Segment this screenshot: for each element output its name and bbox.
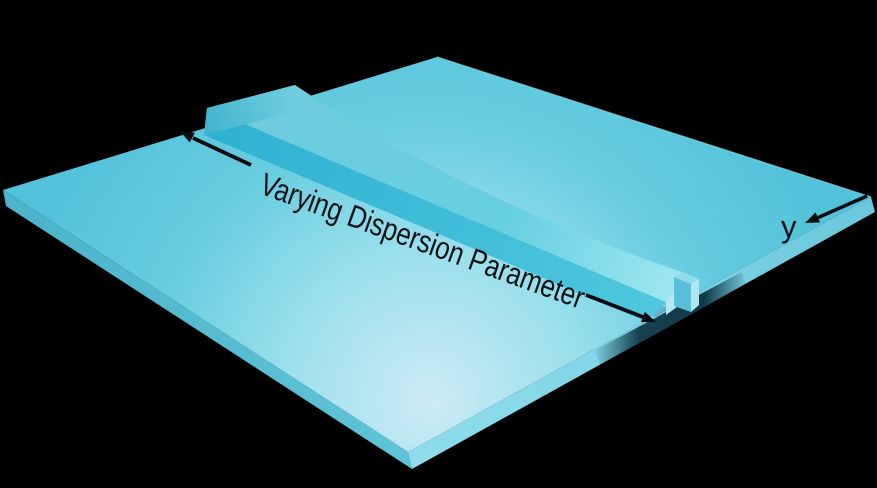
fin-top-face	[674, 272, 699, 284]
slab-top-face	[3, 57, 871, 452]
y-axis-arrow	[805, 194, 868, 223]
annotation-arrows	[180, 131, 868, 323]
ridge-top-face	[207, 85, 688, 302]
substrate-slab	[3, 56, 875, 469]
ridge-start-arrowhead-icon	[180, 131, 195, 143]
ridge-start-arrow	[180, 131, 252, 167]
y-axis-label: y	[781, 209, 797, 244]
slab-front-left-side-face	[3, 190, 412, 469]
fin-front-face	[674, 277, 691, 312]
fin-right-end-face	[691, 279, 699, 312]
output-fin	[674, 272, 699, 312]
slab-back-right-edge-rim	[436, 56, 872, 198]
ridge-end-arrow	[585, 293, 656, 323]
ridge-end-arrow-line	[585, 293, 645, 320]
ridge-front-face	[204, 108, 666, 321]
ridge-input-end-face	[204, 85, 295, 135]
ridge-start-arrow-line	[192, 136, 252, 167]
y-axis-arrow-line	[817, 194, 868, 220]
ridge-end-arrowhead-icon	[640, 311, 656, 323]
ridge-shadow-on-side-face	[595, 272, 748, 368]
y-axis-arrowhead-icon	[805, 212, 820, 223]
